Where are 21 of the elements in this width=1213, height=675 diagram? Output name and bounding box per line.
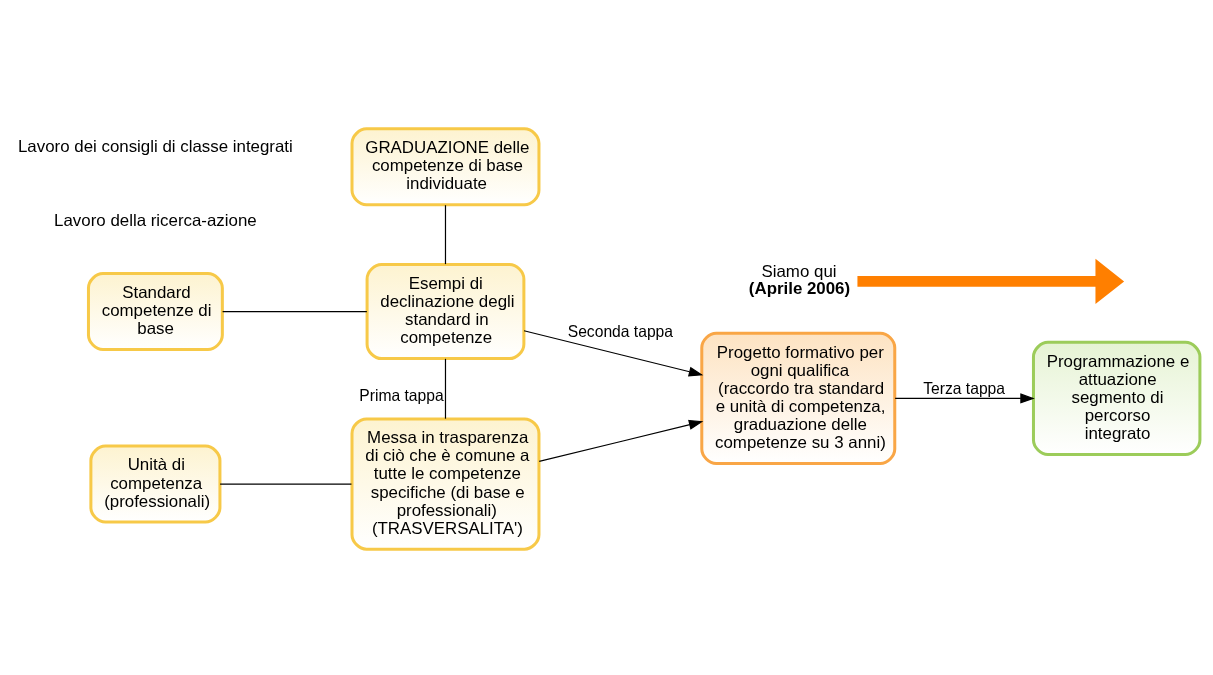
- edge-label: Terza tappa: [923, 380, 1006, 398]
- connector: [219, 483, 353, 485]
- node-box: Standard competenze di base: [86, 272, 224, 352]
- label: Lavoro della ricerca-azione: [54, 210, 257, 230]
- connector: [222, 310, 368, 313]
- connector: [444, 204, 447, 265]
- arrow: [894, 393, 1035, 404]
- arrow: [523, 330, 704, 377]
- node-box: Esempi di declinazione degli standard in competenze: [365, 263, 526, 361]
- node-box: Progetto formativo per ogni qualifica (raccordo tra standard e unità di competenza, graduazione delle competenze su 3 anni): [700, 331, 897, 466]
- node-box: Messa in trasparenza di ciò che è comune a tutte le competenze specifiche (di base e professionali) (TRASVERSALITA'): [350, 417, 541, 551]
- connector: [444, 358, 447, 420]
- node-text: Siamo qui (Aprile 2006): [748, 261, 851, 298]
- arrow: [857, 258, 1125, 304]
- edge-label: Prima tappa: [359, 387, 444, 405]
- arrow: [538, 419, 704, 463]
- edge-label: Seconda tappa: [567, 323, 674, 341]
- label: Lavoro dei consigli di classe integrati: [17, 137, 293, 156]
- node-box: Unità di competenza (professionali): [89, 444, 222, 524]
- node-box: GRADUAZIONE delle competenze di base individuate: [350, 127, 541, 207]
- node-box: Programmazione e attuazione segmento di percorso integrato: [1031, 340, 1202, 456]
